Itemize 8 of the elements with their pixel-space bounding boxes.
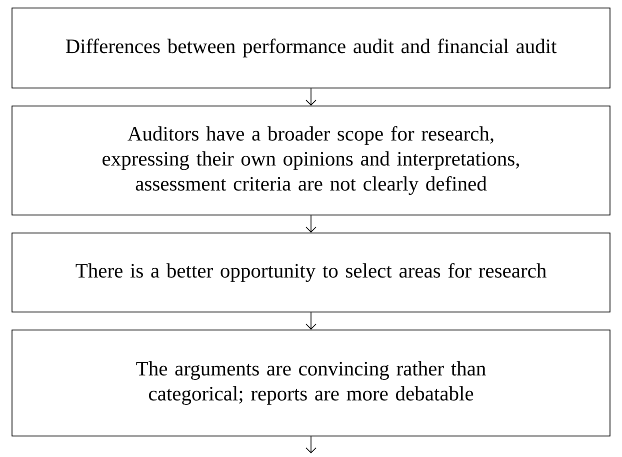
text-box: There is a better opportunity to select areas for research	[12, 232, 610, 312]
text-box: The arguments are convincing rather than categorical; reports are more debatable	[12, 330, 610, 436]
arrow	[306, 312, 316, 330]
arrow	[306, 214, 316, 233]
arrow	[306, 436, 316, 454]
text-box: Differences between performance audit and financial audit	[12, 8, 610, 88]
arrow	[306, 88, 316, 106]
text-box: Auditors have a broader scope for research, expressing their own opinions and interpretations, assessment criteria are not clearly defined	[12, 106, 610, 216]
